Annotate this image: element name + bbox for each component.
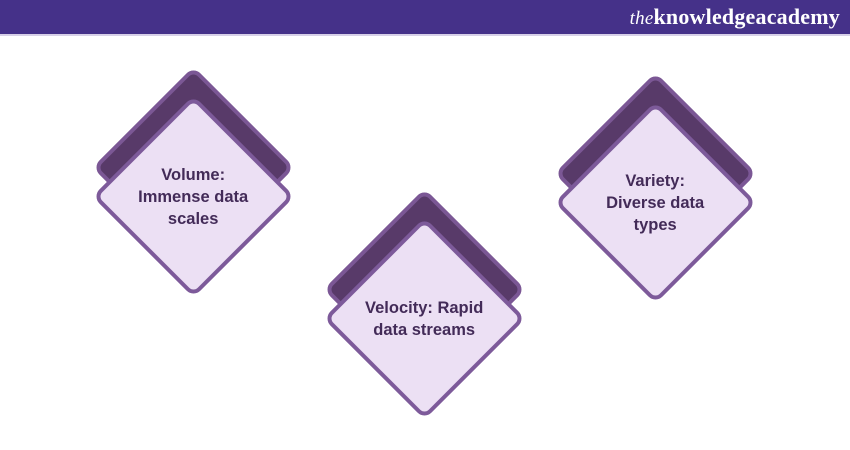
header-bar: theknowledgeacademy bbox=[0, 0, 850, 36]
diamond-velocity-label: Velocity: Rapid data streams bbox=[365, 298, 484, 339]
brand-logo-prefix: the bbox=[629, 8, 654, 29]
diamond-variety-label: Variety: Diverse data types bbox=[606, 171, 705, 234]
diamond-volume-label: Volume: Immense data scales bbox=[138, 165, 249, 228]
diamond-velocity: Velocity: Rapid data streams bbox=[323, 217, 526, 420]
diamond-variety: Variety: Diverse data types bbox=[554, 101, 757, 304]
brand-logo: theknowledgeacademy bbox=[630, 0, 840, 34]
brand-logo-name: knowledgeacademy bbox=[653, 4, 840, 29]
diamond-volume: Volume: Immense data scales bbox=[92, 95, 295, 298]
